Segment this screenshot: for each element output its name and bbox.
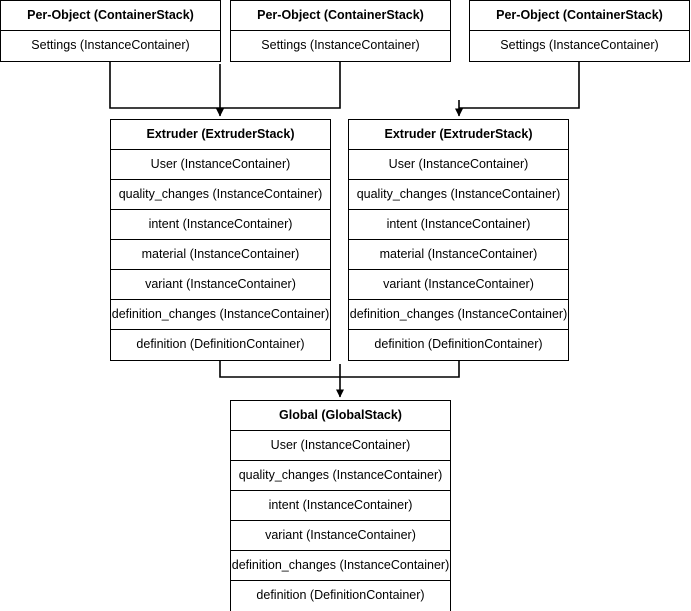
node-row: Settings (InstanceContainer): [470, 31, 689, 61]
node-row: variant (InstanceContainer): [231, 521, 450, 551]
node-row: definition_changes (InstanceContainer): [111, 300, 330, 330]
node-row: definition (DefinitionContainer): [349, 330, 568, 360]
node-row: intent (InstanceContainer): [111, 210, 330, 240]
node-row: quality_changes (InstanceContainer): [111, 180, 330, 210]
node-row: material (InstanceContainer): [349, 240, 568, 270]
node-row: intent (InstanceContainer): [349, 210, 568, 240]
edge-per-object-1-to-extruder-0: [220, 61, 341, 109]
node-header: Extruder (ExtruderStack): [111, 120, 330, 150]
node-row: User (InstanceContainer): [231, 431, 450, 461]
node-row: User (InstanceContainer): [111, 150, 330, 180]
node-row: quality_changes (InstanceContainer): [349, 180, 568, 210]
node-per-object-0[interactable]: Per-Object (ContainerStack) Settings (In…: [0, 0, 221, 62]
node-header: Per-Object (ContainerStack): [231, 1, 450, 31]
node-extruder-0[interactable]: Extruder (ExtruderStack) User (InstanceC…: [110, 119, 331, 361]
node-row: definition (DefinitionContainer): [231, 581, 450, 611]
node-header: Per-Object (ContainerStack): [1, 1, 220, 31]
node-row: User (InstanceContainer): [349, 150, 568, 180]
node-row: definition (DefinitionContainer): [111, 330, 330, 360]
node-row: definition_changes (InstanceContainer): [349, 300, 568, 330]
node-row: definition_changes (InstanceContainer): [231, 551, 450, 581]
node-extruder-1[interactable]: Extruder (ExtruderStack) User (InstanceC…: [348, 119, 569, 361]
node-per-object-2[interactable]: Per-Object (ContainerStack) Settings (In…: [469, 0, 690, 62]
node-header: Per-Object (ContainerStack): [470, 1, 689, 31]
edge-per-object-0-to-extruder-0: [109, 61, 220, 109]
node-per-object-1[interactable]: Per-Object (ContainerStack) Settings (In…: [230, 0, 451, 62]
node-row: intent (InstanceContainer): [231, 491, 450, 521]
node-row: variant (InstanceContainer): [349, 270, 568, 300]
edge-per-object-2-to-extruder-1: [455, 61, 580, 117]
node-header: Global (GlobalStack): [231, 401, 450, 431]
node-row: Settings (InstanceContainer): [231, 31, 450, 61]
edge-extruder-1-to-global-0: [340, 359, 460, 378]
node-row: quality_changes (InstanceContainer): [231, 461, 450, 491]
node-header: Extruder (ExtruderStack): [349, 120, 568, 150]
node-row: Settings (InstanceContainer): [1, 31, 220, 61]
edge-extruder-0-to-global-0: [219, 359, 340, 378]
node-global-0[interactable]: Global (GlobalStack) User (InstanceConta…: [230, 400, 451, 611]
node-row: material (InstanceContainer): [111, 240, 330, 270]
node-row: variant (InstanceContainer): [111, 270, 330, 300]
